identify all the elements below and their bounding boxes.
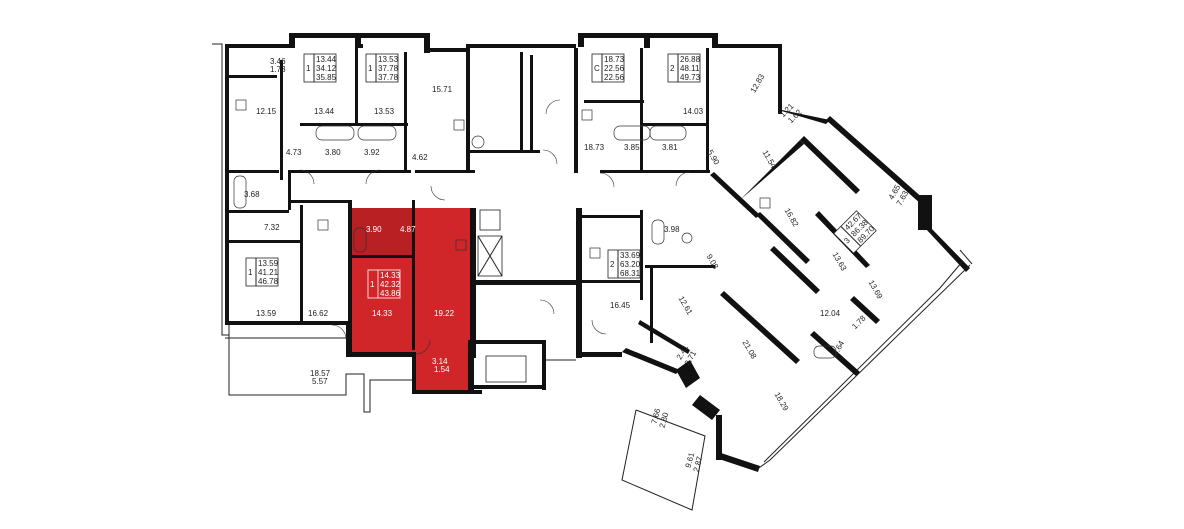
area-with-balcony: 46.78 — [258, 277, 279, 286]
room-area: 16.62 — [308, 309, 329, 318]
rooms-count: С — [594, 64, 600, 73]
room-area: 4.87 — [400, 225, 416, 234]
apartment-label-a5[interactable]: 1 13.59 41.21 46.78 — [245, 257, 279, 287]
room-area: 3.80 — [325, 148, 341, 157]
room-area: 4.62 — [412, 153, 428, 162]
total-area: 48.11 — [680, 64, 700, 73]
apartment-label-a1[interactable]: 1 13.44 34.12 35.85 — [303, 53, 337, 83]
room-area: 18.29 — [773, 391, 791, 413]
room-area: 13.59 — [256, 309, 277, 318]
total-area: 37.78 — [378, 64, 399, 73]
area-with-balcony: 43.86 — [380, 289, 401, 298]
room-area: 14.03 — [683, 107, 704, 116]
apartment-label-a8[interactable]: 3 42.67 86.38 89.70 — [833, 210, 877, 254]
total-area: 41.21 — [258, 268, 279, 277]
room-area: 13.53 — [374, 107, 395, 116]
rooms-count: 1 — [306, 64, 311, 73]
room-area: 2.80 — [658, 411, 671, 429]
apartment-label-a6[interactable]: 1 14.33 42.32 43.86 — [367, 269, 401, 299]
total-area: 22.56 — [604, 64, 625, 73]
area-with-balcony: 35.85 — [316, 73, 337, 82]
room-area: 18.73 — [584, 143, 605, 152]
area-with-balcony: 37.78 — [378, 73, 399, 82]
room-area: 14.33 — [372, 309, 393, 318]
room-area: 7.66 — [650, 407, 663, 425]
room-area: 21.08 — [741, 339, 759, 361]
living-area: 13.59 — [258, 259, 279, 268]
building-core — [477, 209, 576, 383]
room-area: 12.83 — [749, 72, 767, 94]
room-area: 1.78 — [850, 313, 868, 331]
room-area: 12.15 — [256, 107, 277, 116]
room-area: 18.57 — [310, 369, 331, 378]
highlighted-apartment-hall[interactable] — [352, 208, 412, 258]
interior-walls — [229, 48, 880, 376]
room-area-labels: 3.46 1.73 12.15 13.44 13.53 15.71 4.73 3… — [244, 57, 911, 473]
apartment-label-a2[interactable]: 1 13.53 37.78 37.78 — [365, 53, 399, 83]
rooms-count: 3 — [842, 236, 852, 246]
room-area: 3.68 — [244, 190, 260, 199]
room-area: 1.54 — [434, 365, 450, 374]
room-area: 16.82 — [783, 207, 801, 229]
room-area: 3.64 — [831, 339, 847, 357]
apartment-label-a3[interactable]: С 18.73 22.56 22.56 — [591, 53, 625, 83]
room-area: 3.81 — [662, 143, 678, 152]
room-area: 4.73 — [286, 148, 302, 157]
living-area: 33.69 — [620, 251, 641, 260]
rooms-count: 1 — [368, 64, 373, 73]
room-area: 13.44 — [314, 107, 335, 116]
room-area: 3.85 — [624, 143, 640, 152]
area-with-balcony: 49.73 — [680, 73, 701, 82]
room-area: 9.08 — [705, 253, 721, 271]
room-area: 16.45 — [610, 301, 631, 310]
highlighted-apartment-balcony[interactable] — [414, 355, 470, 393]
total-area: 42.32 — [380, 280, 401, 289]
highlighted-apartment[interactable] — [352, 208, 470, 393]
rooms-count: 1 — [248, 268, 253, 277]
room-area: 3.92 — [364, 148, 380, 157]
room-area: 1.73 — [270, 65, 286, 74]
room-area: 12.04 — [820, 309, 841, 318]
room-area: 9.61 — [684, 451, 697, 469]
apartment-label-a7[interactable]: 2 33.69 63.20 68.31 — [607, 249, 641, 279]
room-area: 13.63 — [831, 251, 849, 273]
room-area: 5.57 — [312, 377, 328, 386]
living-area: 14.33 — [380, 271, 401, 280]
living-area: 26.88 — [680, 55, 701, 64]
living-area: 13.53 — [378, 55, 399, 64]
rooms-count: 2 — [610, 260, 615, 269]
living-area: 18.73 — [604, 55, 625, 64]
room-area: 3.46 — [270, 57, 286, 66]
outer-walls — [225, 33, 970, 472]
doors — [299, 99, 691, 355]
room-area: 3.14 — [432, 357, 448, 366]
total-area: 63.20 — [620, 260, 641, 269]
room-area: 12.61 — [677, 295, 695, 317]
balcony-outlines — [212, 43, 973, 511]
rooms-count: 1 — [370, 280, 375, 289]
rooms-count: 2 — [670, 64, 675, 73]
room-area: 3.90 — [366, 225, 382, 234]
room-area: 15.71 — [432, 85, 453, 94]
total-area: 34.12 — [316, 64, 337, 73]
room-area: 7.32 — [264, 223, 280, 232]
room-area: 3.98 — [664, 225, 680, 234]
room-area: 19.22 — [434, 309, 455, 318]
apartment-label-a4[interactable]: 2 26.88 48.11 49.73 — [667, 53, 701, 83]
area-with-balcony: 22.56 — [604, 73, 625, 82]
area-with-balcony: 68.31 — [620, 269, 641, 278]
living-area: 13.44 — [316, 55, 337, 64]
room-area: 2.87 — [692, 455, 705, 473]
room-area: 13.69 — [867, 279, 885, 301]
bathroom-fixtures — [233, 99, 837, 359]
